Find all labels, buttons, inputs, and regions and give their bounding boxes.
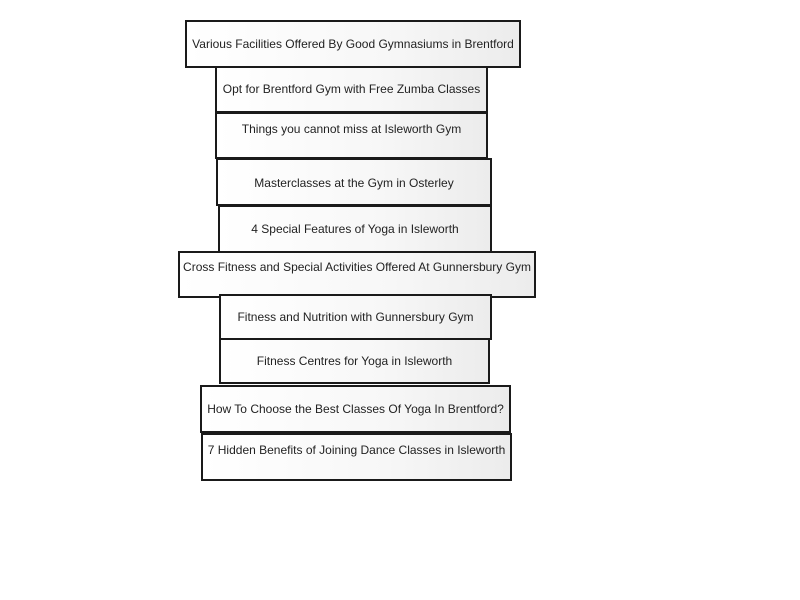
link-label: Fitness and Nutrition with Gunnersbury G… [237,310,474,324]
link-label: How To Choose the Best Classes Of Yoga I… [207,402,504,416]
link-button-brentford-yoga-classes[interactable]: How To Choose the Best Classes Of Yoga I… [200,385,511,433]
link-button-gunnersbury-cross-fitness[interactable]: Cross Fitness and Special Activities Off… [178,251,536,298]
link-label: Masterclasses at the Gym in Osterley [254,176,454,190]
link-label: 4 Special Features of Yoga in Isleworth [251,222,459,236]
link-button-brentford-facilities[interactable]: Various Facilities Offered By Good Gymna… [185,20,521,68]
link-button-brentford-zumba[interactable]: Opt for Brentford Gym with Free Zumba Cl… [215,66,488,113]
link-label: Opt for Brentford Gym with Free Zumba Cl… [222,82,481,96]
link-button-isleworth-yoga-features[interactable]: 4 Special Features of Yoga in Isleworth [218,205,492,253]
link-label: Things you cannot miss at Isleworth Gym [241,122,462,136]
link-button-isleworth-dance-benefits[interactable]: 7 Hidden Benefits of Joining Dance Class… [201,433,512,481]
link-label: 7 Hidden Benefits of Joining Dance Class… [207,443,506,457]
link-label: Fitness Centres for Yoga in Isleworth [256,354,453,368]
link-label: Various Facilities Offered By Good Gymna… [192,37,514,51]
link-label: Cross Fitness and Special Activities Off… [183,260,531,274]
link-button-isleworth-gym[interactable]: Things you cannot miss at Isleworth Gym [215,112,488,159]
link-button-gunnersbury-nutrition[interactable]: Fitness and Nutrition with Gunnersbury G… [219,294,492,340]
link-button-osterley-masterclasses[interactable]: Masterclasses at the Gym in Osterley [216,158,492,206]
link-button-isleworth-yoga-centres[interactable]: Fitness Centres for Yoga in Isleworth [219,338,490,384]
